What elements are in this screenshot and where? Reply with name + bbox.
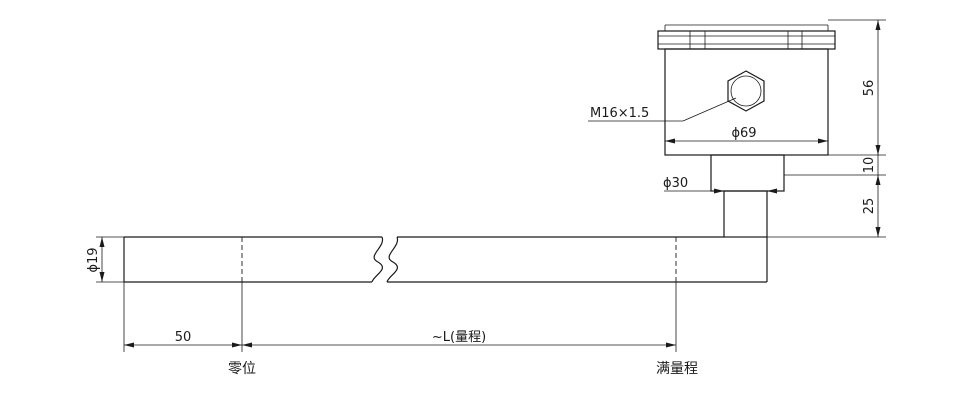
arrow xyxy=(99,237,105,247)
break-line-right xyxy=(386,236,399,283)
dimension-10-label: 10 xyxy=(862,157,877,174)
dimension-50-label: 50 xyxy=(175,330,192,345)
vertical-dimensions: 56 10 25 xyxy=(767,19,886,238)
dimension-56-label: 56 xyxy=(862,80,877,97)
arrow xyxy=(665,138,675,144)
dimension-25-label: 25 xyxy=(862,198,877,215)
neck-flange xyxy=(710,154,785,192)
hex-plug xyxy=(727,70,765,112)
arrow xyxy=(818,138,828,144)
arrow xyxy=(232,342,242,348)
thread-label: M16×1.5 xyxy=(590,106,649,121)
sensor-neck xyxy=(710,154,785,238)
hex-plug-circle xyxy=(730,75,762,107)
dimension-range-label: ~L(量程) xyxy=(432,330,486,345)
horizontal-dimensions: 50 ~L(量程) 零位 满量程 xyxy=(123,282,698,377)
break-line-left xyxy=(371,236,384,283)
thread-callout: M16×1.5 xyxy=(588,97,737,122)
dimension-30-label: ϕ30 xyxy=(663,176,688,191)
head-cap xyxy=(657,30,836,50)
head-diameter-dimension: ϕ69 xyxy=(665,126,828,144)
arrow xyxy=(875,227,881,237)
measuring-rod xyxy=(123,236,768,283)
rod-diameter-dimension: ϕ19 xyxy=(86,236,124,283)
arrow xyxy=(99,272,105,282)
neck-diameter-dimension: ϕ30 xyxy=(663,176,784,194)
full-scale-label: 满量程 xyxy=(656,361,698,377)
sensor-head xyxy=(657,24,836,156)
arrow xyxy=(124,342,134,348)
arrow xyxy=(242,342,252,348)
arrow xyxy=(714,188,724,194)
dimension-19-label: ϕ19 xyxy=(86,247,101,272)
arrow xyxy=(875,145,881,155)
neck-tube xyxy=(723,190,768,238)
zero-position-label: 零位 xyxy=(228,361,256,377)
leader-line xyxy=(682,97,737,122)
arrow xyxy=(767,188,777,194)
arrow xyxy=(875,175,881,185)
arrow xyxy=(666,342,676,348)
arrow xyxy=(875,20,881,30)
dimension-69-label: ϕ69 xyxy=(731,126,756,141)
